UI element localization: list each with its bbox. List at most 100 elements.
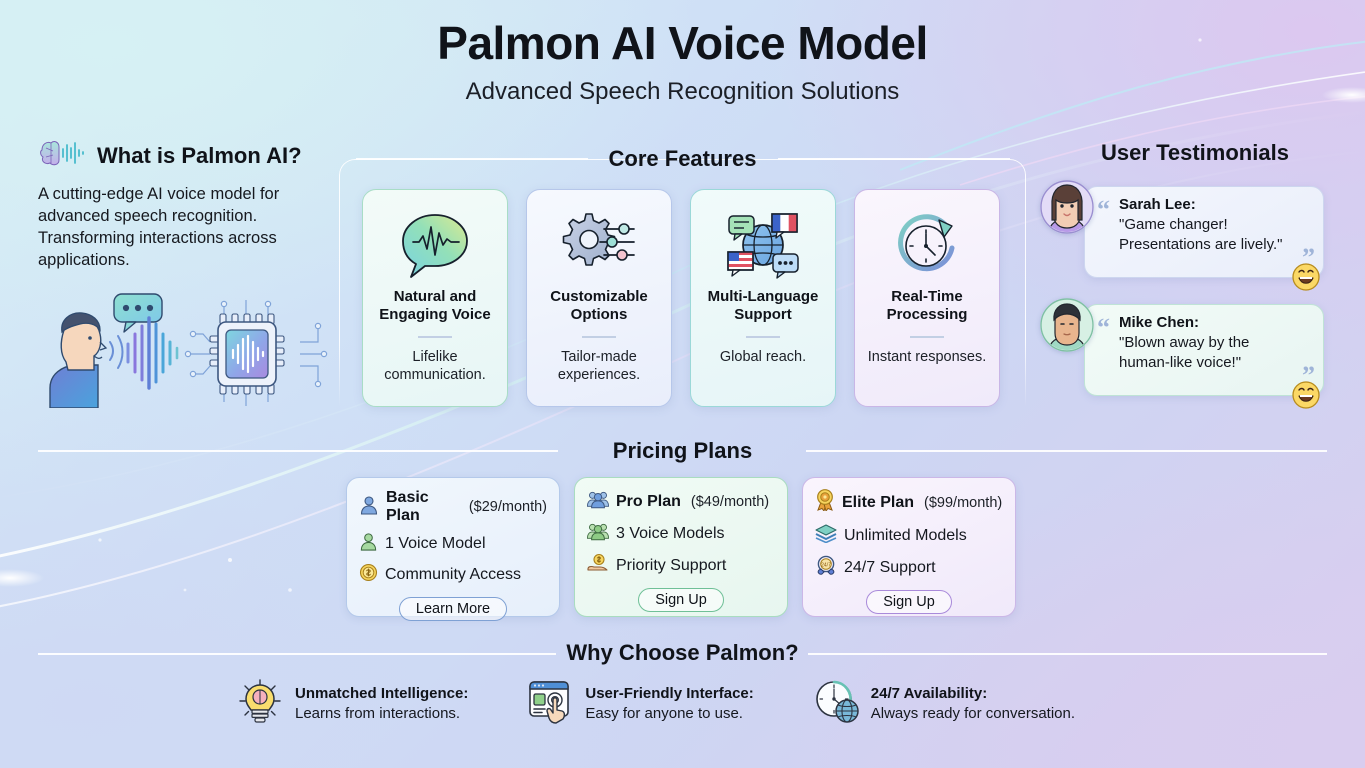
plan-name: Basic Plan — [386, 489, 429, 524]
feature-card-divider — [746, 336, 780, 338]
plan-header: Pro Plan ($49/month) — [586, 489, 775, 514]
why-item-intelligence: Unmatched Intelligence: Learns from inte… — [236, 678, 468, 729]
ai-chip-icon — [217, 320, 277, 387]
plan-feature-label: Unlimited Models — [844, 526, 967, 544]
core-features-rule-right — [778, 158, 1010, 160]
page-title: Palmon AI Voice Model — [437, 17, 928, 69]
sign-up-button[interactable]: Sign Up — [638, 588, 724, 612]
core-features-container — [339, 159, 1026, 407]
group-people-icon — [586, 489, 610, 514]
pricing-plan-pro[interactable]: Pro Plan ($49/month) 3 Voice Models — [574, 477, 788, 617]
why-item-desc: Easy for anyone to use. — [585, 704, 743, 722]
pricing-plan-row: Basic Plan ($29/month) 1 Voice Model — [346, 477, 1016, 621]
testimonials-title: User Testimonials — [1101, 140, 1289, 165]
testimonial-item[interactable]: “ Sarah Lee: "Game changer! Presentation… — [1040, 180, 1350, 291]
voice-waveform — [126, 316, 179, 390]
why-item-interface: User-Friendly Interface: Easy for anyone… — [526, 678, 754, 729]
core-features-title-text: Core Features — [608, 146, 757, 171]
speech-bubble-waveform-icon — [397, 204, 473, 286]
feature-card-real-time[interactable]: Real-Time Processing Instant responses. — [854, 189, 1000, 407]
page-header: Palmon AI Voice Model Advanced Speech Re… — [0, 17, 1365, 106]
plan-name: Elite Plan — [842, 493, 915, 511]
feature-card-customizable-options[interactable]: Customizable Options Tailor-made experie… — [526, 189, 672, 407]
plan-feature-label: Priority Support — [616, 556, 727, 574]
core-features-rule-left — [356, 158, 588, 160]
testimonial-item[interactable]: “ Mike Chen: "Blown away by the human-li… — [1040, 298, 1350, 409]
testimonial-quote: "Game changer! Presentations are lively.… — [1119, 215, 1283, 253]
group-people-icon — [586, 521, 610, 546]
clock-refresh-icon — [890, 204, 964, 286]
award-medal-icon — [815, 489, 835, 516]
testimonial-quote: "Blown away by the human-like voice!" — [1119, 333, 1250, 371]
about-body: A cutting-edge AI voice model for advanc… — [38, 185, 280, 269]
sign-up-button[interactable]: Sign Up — [866, 590, 952, 614]
plan-button-wrap: Sign Up — [587, 588, 775, 612]
plan-feature-label: Community Access — [385, 566, 522, 583]
plan-feature-label: 3 Voice Models — [616, 524, 725, 542]
plan-header: Basic Plan ($29/month) — [359, 489, 547, 525]
about-heading-row: What is Palmon AI? — [38, 138, 338, 173]
pricing-rule-right — [806, 450, 1327, 452]
plan-price: ($29/month) — [468, 499, 547, 515]
pricing-title: Pricing Plans — [612, 438, 753, 463]
feature-card-divider — [418, 336, 452, 338]
chat-bubble-icon — [113, 293, 163, 333]
person-icon — [359, 532, 378, 556]
plan-price: ($49/month) — [690, 493, 770, 510]
clock-globe-icon — [812, 678, 860, 729]
about-section: What is Palmon AI? A cutting-edge AI voi… — [38, 138, 338, 413]
why-item-text: Unmatched Intelligence: Learns from inte… — [295, 684, 468, 723]
plan-feature-label: 1 Voice Model — [385, 535, 486, 552]
feature-card-title: Natural and Engaging Voice — [379, 288, 491, 323]
man-avatar — [1040, 298, 1094, 352]
open-quote-icon: “ — [1097, 195, 1110, 224]
about-heading: What is Palmon AI? — [97, 142, 302, 168]
sound-arcs — [109, 334, 124, 369]
plan-feature: 3 Voice Models — [586, 521, 775, 546]
why-item-title: User-Friendly Interface: — [585, 685, 754, 702]
testimonial-author: Sarah Lee: — [1119, 196, 1196, 213]
testimonial-author: Mike Chen: — [1119, 314, 1200, 331]
feature-card-title: Customizable Options — [550, 288, 648, 323]
pricing-plan-basic[interactable]: Basic Plan ($29/month) 1 Voice Model — [346, 477, 560, 621]
plan-button-wrap: Learn More — [359, 597, 547, 621]
lightbulb-brain-icon — [236, 678, 284, 729]
svg-text:24/7: 24/7 — [821, 562, 831, 568]
plan-header: Elite Plan ($99/month) — [815, 489, 1003, 516]
grinning-face-emoji — [1292, 263, 1320, 296]
open-quote-icon: “ — [1097, 313, 1110, 342]
coin-icon — [359, 563, 378, 587]
testimonial-bubble: “ Mike Chen: "Blown away by the human-li… — [1084, 304, 1324, 396]
learn-more-button[interactable]: Learn More — [398, 597, 508, 621]
feature-card-desc: Global reach. — [719, 348, 807, 365]
core-features-card-row: Natural and Engaging Voice Lifelike comm… — [362, 189, 1000, 407]
feature-card-desc: Lifelike communication. — [384, 348, 486, 383]
single-person-icon — [359, 495, 379, 520]
flag-france — [771, 213, 798, 239]
circuit-traces — [184, 299, 328, 406]
pricing-rule-left — [38, 450, 558, 452]
feature-card-divider — [910, 336, 944, 338]
why-item-availability: 24/7 Availability: Always ready for conv… — [812, 678, 1075, 729]
why-item-text: 24/7 Availability: Always ready for conv… — [871, 684, 1075, 723]
testimonial-bubble: “ Sarah Lee: "Game changer! Presentation… — [1084, 186, 1324, 278]
feature-card-title: Multi-Language Support — [707, 288, 819, 323]
feature-card-natural-voice[interactable]: Natural and Engaging Voice Lifelike comm… — [362, 189, 508, 407]
feature-card-divider — [582, 336, 616, 338]
touch-interface-icon — [526, 678, 574, 729]
plan-feature: Unlimited Models — [815, 523, 1003, 548]
feature-card-desc: Tailor-made experiences. — [557, 348, 641, 383]
feature-card-title: Real-Time Processing — [886, 288, 968, 323]
feature-card-multi-language[interactable]: Multi-Language Support Global reach. — [690, 189, 836, 407]
plan-button-wrap: Sign Up — [815, 590, 1003, 614]
plan-feature: 24/7 24/7 Support — [815, 555, 1003, 580]
why-choose-row: Unmatched Intelligence: Learns from inte… — [236, 678, 1176, 729]
brain-waveform-icon — [38, 138, 88, 173]
why-item-title: 24/7 Availability: — [870, 685, 988, 702]
why-item-title: Unmatched Intelligence: — [295, 685, 469, 702]
feature-card-desc: Instant responses. — [867, 348, 987, 365]
globe-chat-flags-icon — [725, 204, 801, 286]
why-choose-title: Why Choose Palmon? — [566, 640, 799, 665]
pricing-plan-elite[interactable]: Elite Plan ($99/month) Unlimited Models — [802, 477, 1016, 617]
